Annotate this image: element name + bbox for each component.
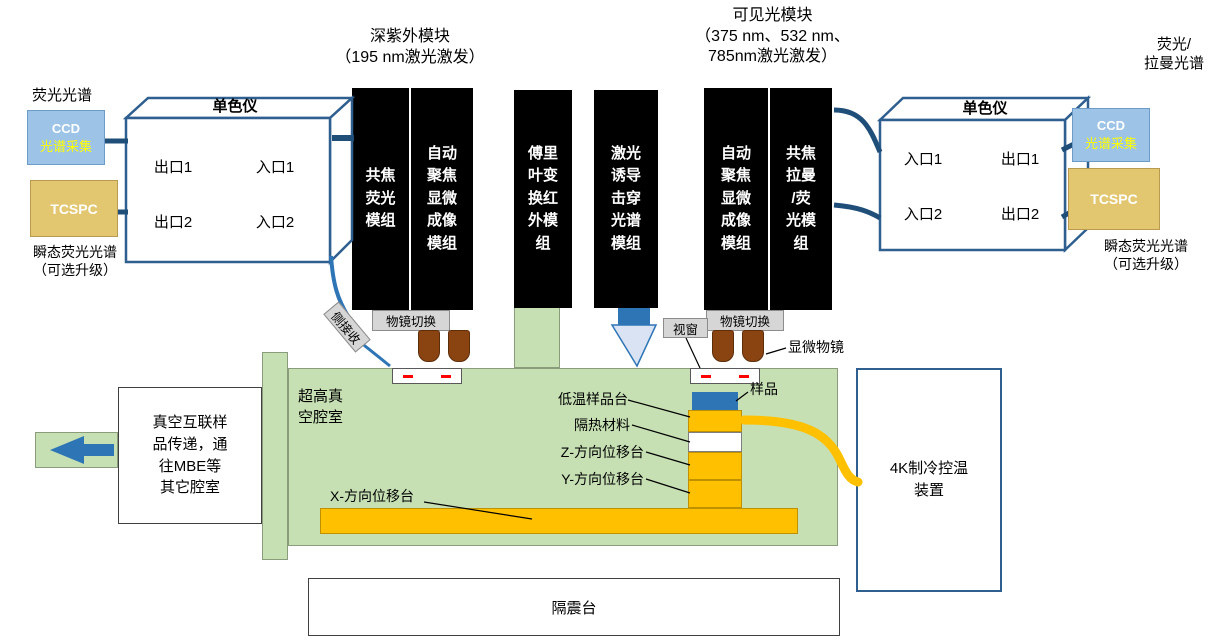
chamber-window-left bbox=[392, 368, 462, 384]
module-confocal-fluorescence: 共焦 荧光 模组 bbox=[352, 88, 409, 310]
left-mono-exit2: 出口2 bbox=[153, 214, 193, 232]
insulation-block bbox=[688, 432, 742, 452]
left-tcspc-box: TCSPC bbox=[30, 180, 118, 237]
transfer-arm bbox=[35, 432, 118, 468]
objective-lens bbox=[742, 330, 764, 362]
module-autofocus-right: 自动 聚焦 显微 成像 模组 bbox=[704, 88, 768, 310]
right-ccd-box: CCD 光谱采集 bbox=[1072, 108, 1150, 162]
cooler-box: 4K制冷控温 装置 bbox=[856, 368, 1002, 592]
right-tcspc-box: TCSPC bbox=[1068, 168, 1160, 230]
z-stage-label: Z-方向位移台 bbox=[560, 444, 644, 460]
objective-lens bbox=[418, 330, 440, 362]
window-seal-mark bbox=[403, 375, 413, 378]
window-seal-mark bbox=[739, 375, 749, 378]
libs-funnel bbox=[610, 324, 658, 368]
left-mono-front-face bbox=[124, 116, 332, 264]
left-mono-side-face bbox=[328, 95, 354, 266]
cooler-label: 4K制冷控温 装置 bbox=[889, 459, 969, 500]
connector-module-to-mono-right-2 bbox=[833, 202, 882, 221]
pointer-viewport bbox=[685, 337, 701, 369]
ftir-chimney bbox=[514, 306, 560, 368]
right-mono-entrance1: 入口1 bbox=[903, 151, 943, 169]
right-mono-title: 单色仪 bbox=[962, 100, 1008, 118]
visible-title: 可见光模块 （375 nm、532 nm、 785nm激光激发） bbox=[695, 6, 850, 66]
right-ccd-line1: CCD bbox=[1096, 118, 1126, 133]
window-seal-mark bbox=[701, 375, 711, 378]
module-autofocus-left: 自动 聚焦 显微 成像 模组 bbox=[411, 88, 473, 310]
left-ccd-box: CCD 光谱采集 bbox=[27, 110, 105, 165]
right-mono-exit1: 出口1 bbox=[1000, 151, 1040, 169]
viewport-tag: 视窗 bbox=[663, 318, 708, 338]
pointer-micro-objective bbox=[765, 347, 787, 355]
y-stage-label: Y-方向位移台 bbox=[561, 471, 644, 487]
objective-switch-left: 物镜切换 bbox=[372, 310, 450, 331]
isolation-table: 隔震台 bbox=[308, 578, 840, 636]
left-spectrum-label: 荧光光谱 bbox=[31, 87, 92, 105]
transfer-note-text: 真空互联样 品传递，通 往MBE等 其它腔室 bbox=[152, 414, 228, 497]
x-stage-bar bbox=[320, 508, 798, 534]
right-ccd-line2: 光谱采集 bbox=[1084, 136, 1137, 151]
cryo-stage-block bbox=[688, 410, 742, 432]
left-ccd-line1: CCD bbox=[51, 120, 81, 136]
transfer-note-box: 真空互联样 品传递，通 往MBE等 其它腔室 bbox=[118, 387, 262, 524]
chamber-flange bbox=[262, 352, 288, 560]
chamber-label: 超高真 空腔室 bbox=[298, 388, 344, 426]
right-transient-label: 瞬态荧光光谱 （可选升级） bbox=[1104, 237, 1188, 272]
module-libs: 激光 诱导 击穿 光谱 模组 bbox=[594, 90, 658, 308]
y-stage-block bbox=[688, 480, 742, 508]
objective-lens bbox=[448, 330, 470, 362]
objective-switch-right: 物镜切换 bbox=[706, 310, 784, 331]
micro-objective-label: 显微物镜 bbox=[788, 339, 844, 355]
beam-side-receiver-to-window bbox=[359, 340, 391, 368]
left-ccd-line2: 光谱采集 bbox=[39, 138, 92, 154]
left-transient-label: 瞬态荧光光谱 （可选升级） bbox=[33, 243, 117, 278]
module-ftir: 傅里 叶变 换红 外模 组 bbox=[514, 90, 572, 308]
cryo-stage-label: 低温样品台 bbox=[558, 391, 628, 407]
deep-uv-title: 深紫外模块 （195 nm激光激发） bbox=[335, 28, 485, 66]
left-mono-title: 单色仪 bbox=[212, 98, 258, 116]
right-spectrum-label: 荧光/ 拉曼光谱 bbox=[1143, 35, 1204, 73]
window-seal-mark bbox=[441, 375, 451, 378]
right-mono-entrance2: 入口2 bbox=[903, 206, 943, 224]
sample-label: 样品 bbox=[750, 381, 778, 397]
right-mono-front-face bbox=[878, 118, 1067, 252]
left-mono-entrance2: 入口2 bbox=[255, 214, 295, 232]
sample-block bbox=[692, 392, 738, 410]
isolation-label: 隔震台 bbox=[551, 599, 597, 617]
chamber-window-right bbox=[690, 368, 760, 384]
objective-lens bbox=[712, 330, 734, 362]
insulation-label: 隔热材料 bbox=[574, 417, 630, 433]
left-mono-exit1: 出口1 bbox=[153, 159, 193, 177]
left-mono-entrance1: 入口1 bbox=[255, 159, 295, 177]
connector-module-to-mono-right-1 bbox=[833, 107, 883, 153]
libs-nozzle bbox=[618, 308, 650, 325]
right-mono-exit2: 出口2 bbox=[1000, 206, 1040, 224]
module-confocal-raman: 共焦 拉曼 /荧 光模 组 bbox=[770, 88, 832, 310]
z-stage-block bbox=[688, 452, 742, 480]
x-stage-label: X-方向位移台 bbox=[330, 488, 414, 504]
